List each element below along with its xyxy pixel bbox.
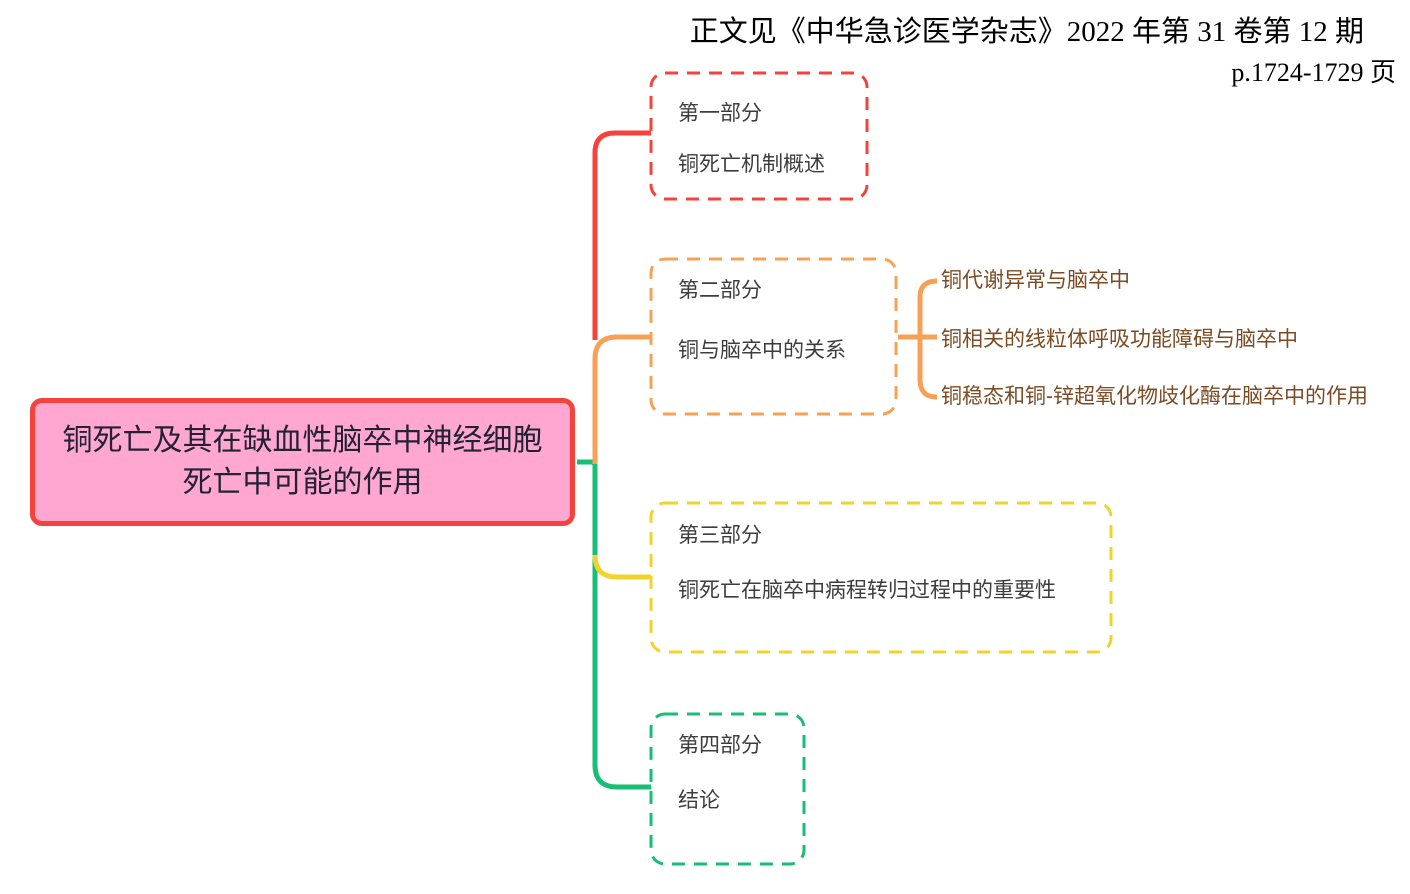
journal-citation-line: 正文见《中华急诊医学杂志》2022 年第 31 卷第 12 期 [689, 16, 1364, 48]
root-node: 铜死亡及其在缺血性脑卒中神经细胞死亡中可能的作用 [30, 398, 575, 526]
branch2-child-2: 铜相关的线粒体呼吸功能障碍与脑卒中 [941, 328, 1298, 351]
branch2-child-3: 铜稳态和铜-锌超氧化物歧化酶在脑卒中的作用 [941, 385, 1368, 408]
branch1-title: 铜死亡机制概述 [678, 153, 825, 176]
branch1-node-box [649, 71, 869, 201]
connector-branch1 [592, 130, 651, 340]
branch3-node-box [649, 501, 1113, 654]
branch3-label: 第三部分 [678, 524, 762, 547]
branch2-label: 第二部分 [678, 279, 762, 302]
connector-root-trunk [577, 459, 651, 790]
branch4-label: 第四部分 [678, 734, 762, 757]
connector-branch2 [592, 334, 651, 464]
branch2-node-box [649, 257, 898, 416]
branch3-title: 铜死亡在脑卒中病程转归过程中的重要性 [678, 579, 1056, 602]
branch2-title: 铜与脑卒中的关系 [678, 339, 846, 362]
branch1-label: 第一部分 [678, 102, 762, 125]
connector-branch3 [592, 554, 651, 580]
connector-branch2-children-bracket [917, 278, 939, 400]
branch4-node-box [649, 712, 806, 866]
branch2-child-1: 铜代谢异常与脑卒中 [941, 269, 1130, 292]
branch4-title: 结论 [678, 789, 720, 812]
page-range-line: p.1724-1729 页 [1231, 58, 1396, 87]
